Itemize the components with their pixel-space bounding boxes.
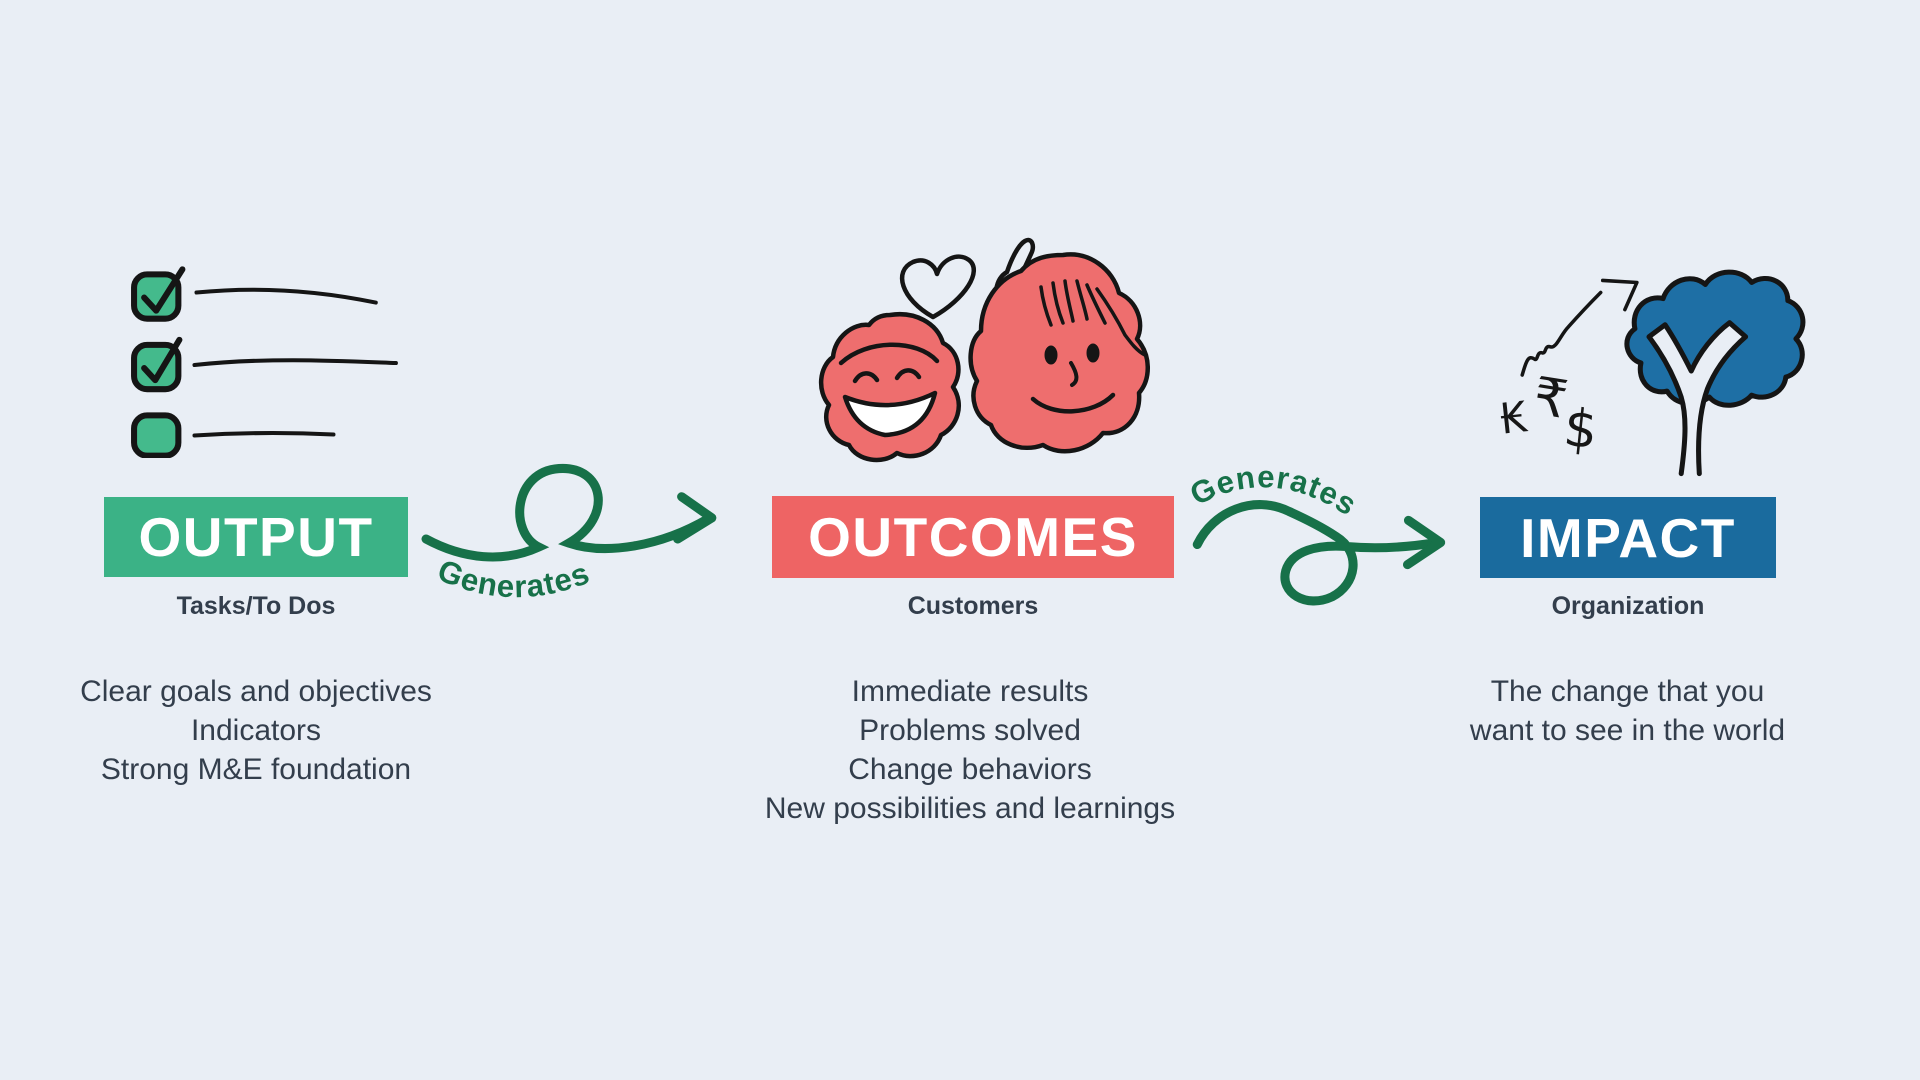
tree-icon	[1624, 269, 1806, 477]
outcomes-subtitle: Customers	[907, 592, 1039, 620]
loop-arrow-line	[1192, 500, 1442, 606]
svg-text:Generates: Generates	[1185, 459, 1364, 523]
description-line: Problems solved	[859, 714, 1081, 747]
list-line	[194, 287, 378, 305]
description-line: New possibilities and learnings	[764, 792, 1176, 825]
generates-arrow-2: Generates	[1185, 459, 1446, 606]
description-line: The change that you	[1490, 675, 1765, 708]
impact-title: IMPACT	[1520, 506, 1736, 569]
output-title-box: OUTPUT	[104, 497, 408, 577]
generates-label: Generates	[1185, 459, 1363, 523]
outcomes-title-box: OUTCOMES	[772, 496, 1174, 578]
impact-subtitle: Organization	[1551, 592, 1705, 620]
arrowhead-icon	[1402, 515, 1446, 570]
checklist-illustration	[131, 266, 398, 458]
loop-arrow-line	[421, 464, 713, 562]
description-line: Strong M&E foundation	[100, 753, 412, 786]
impact-title-box: IMPACT	[1480, 497, 1776, 578]
description-line: Clear goals and objectives	[80, 675, 432, 708]
heart-icon	[899, 254, 976, 320]
output-title: OUTPUT	[138, 506, 374, 568]
checkbox-checked-icon	[131, 336, 183, 393]
checkbox-empty-icon	[131, 412, 182, 458]
generates-label: Generates	[433, 552, 594, 604]
description-line: Immediate results	[851, 675, 1089, 708]
outcomes-description: Immediate results Problems solved Change…	[730, 672, 1210, 828]
generates-arrow-1: Generates	[421, 464, 717, 604]
smiling-face-icon	[968, 252, 1150, 454]
svg-text:Generates: Generates	[433, 552, 595, 604]
dollar-symbol: $	[1561, 397, 1600, 461]
growth-arrow-icon	[1520, 278, 1639, 377]
happy-customers-illustration	[819, 237, 1150, 463]
output-subtitle: Tasks/To Dos	[176, 592, 336, 620]
currency-growth-tree-illustration: ₭ ₹ $	[1498, 269, 1806, 477]
description-line: want to see in the world	[1469, 714, 1786, 747]
outcomes-title: OUTCOMES	[808, 506, 1138, 568]
checkbox-checked-icon	[131, 266, 186, 322]
arrowhead-icon	[673, 492, 717, 544]
laughing-face-icon	[819, 312, 961, 463]
list-line	[192, 431, 336, 438]
impact-description: The change that you want to see in the w…	[1395, 672, 1860, 750]
description-line: Indicators	[190, 714, 322, 747]
description-line: Change behaviors	[848, 753, 1092, 786]
kip-symbol: ₭	[1498, 392, 1530, 444]
output-description: Clear goals and objectives Indicators St…	[20, 672, 492, 789]
list-line	[192, 358, 398, 368]
